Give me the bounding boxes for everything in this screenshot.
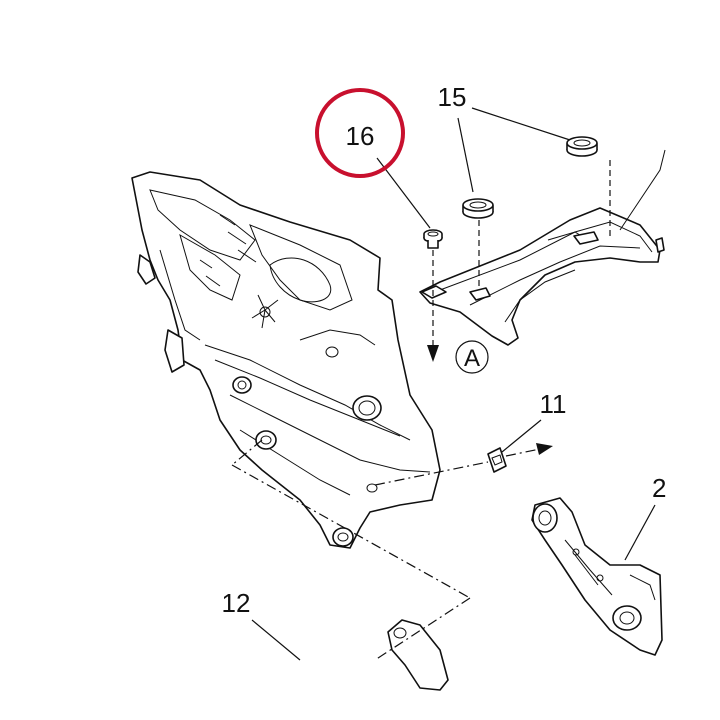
- callout-15: 15: [438, 82, 571, 193]
- bolt-16: [423, 229, 443, 249]
- callout-2-label: 2: [652, 473, 666, 503]
- bolt-16-arrow: [427, 345, 439, 362]
- crossmember: [419, 149, 666, 346]
- callout-12-leader: [251, 619, 301, 661]
- arm-12-axis-upper: [231, 464, 471, 599]
- callout-16-highlight-circle: [315, 88, 405, 178]
- callout-2-leader: [624, 504, 656, 561]
- bushing-15-left: [462, 198, 494, 219]
- callout-15-leader-left: [457, 117, 474, 193]
- subframe-assembly: [131, 171, 441, 549]
- clip-11: [487, 447, 507, 473]
- clip-11-axis-right: [505, 448, 541, 457]
- arm-12-axis-upper2: [231, 439, 263, 466]
- callout-2: 2: [624, 473, 666, 561]
- callout-11-label: 11: [540, 389, 567, 419]
- callout-11: 11: [501, 389, 567, 453]
- view-reference-label: A: [464, 345, 480, 372]
- callout-12-label: 12: [222, 588, 251, 618]
- callout-11-leader: [501, 419, 542, 453]
- bushing-15-right: [566, 136, 598, 157]
- clip-11-arrow: [536, 443, 553, 455]
- callout-16-label: 16: [346, 121, 375, 151]
- callout-15-leader-right: [471, 107, 571, 141]
- callout-12: 12: [222, 588, 301, 661]
- view-reference-a: A: [455, 340, 489, 374]
- arm-12-axis-lower: [374, 597, 471, 661]
- arm-12: [387, 619, 449, 691]
- callout-15-label: 15: [438, 82, 467, 112]
- control-arm-2: [531, 497, 663, 656]
